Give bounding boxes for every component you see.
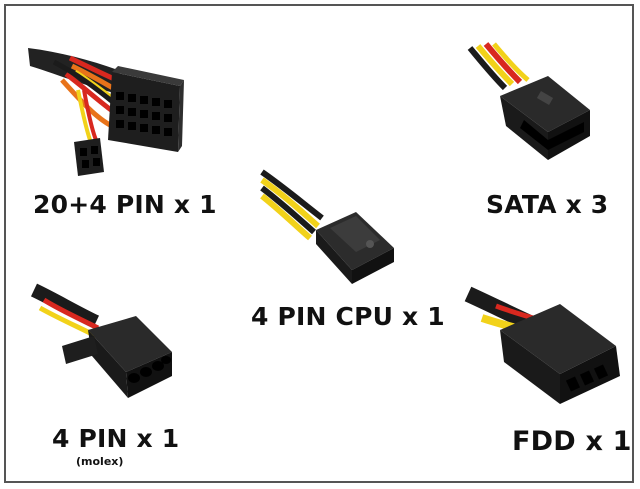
connector-label-sata: SATA x 3 bbox=[486, 190, 609, 219]
atx-20-4-pin-connector-icon bbox=[28, 48, 184, 176]
connector-label-atx: 20+4 PIN x 1 bbox=[33, 190, 217, 219]
connector-label-cpu: 4 PIN CPU x 1 bbox=[251, 302, 445, 331]
connector-label-fdd: FDD x 1 bbox=[512, 426, 632, 457]
molex-connector-icon bbox=[30, 283, 172, 398]
connector-label-molex: 4 PIN x 1 bbox=[52, 424, 180, 453]
cpu-4-pin-connector-icon bbox=[260, 169, 394, 284]
fdd-connector-icon bbox=[464, 286, 620, 404]
connector-sublabel-molex: (molex) bbox=[76, 455, 124, 468]
sata-power-connector-icon bbox=[467, 42, 590, 160]
